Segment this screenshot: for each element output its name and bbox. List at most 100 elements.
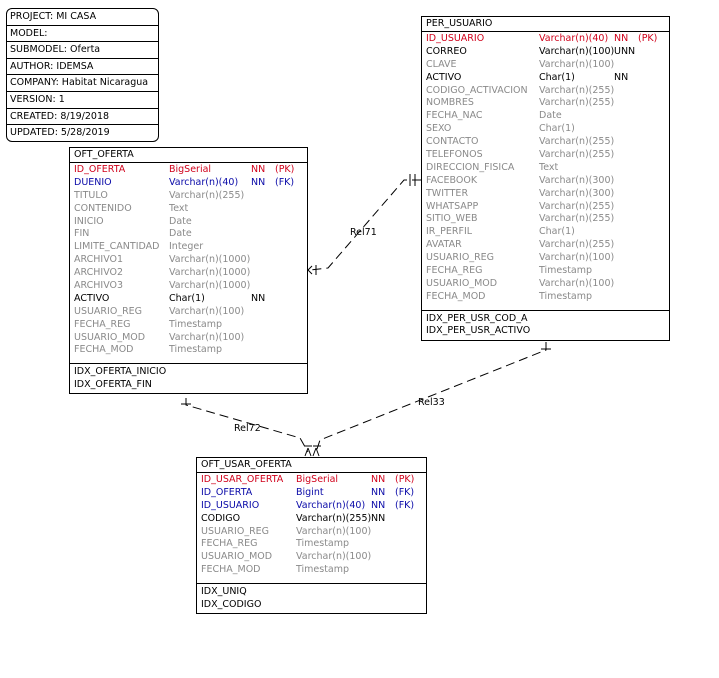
column-name: ARCHIVO1 <box>74 254 124 266</box>
column-type: Varchar(n)(40) <box>539 33 609 44</box>
column-name: SEXO <box>426 123 452 135</box>
column-name: ARCHIVO2 <box>74 267 124 279</box>
column-type: Varchar(n)(255) <box>539 149 615 161</box>
column-type: Varchar(n)(255) <box>539 239 615 251</box>
column-name: USUARIO_MOD <box>74 331 146 343</box>
column-name: FECHA_MOD <box>74 344 134 356</box>
column-type: BigSerial <box>169 164 212 175</box>
project-info-submodel: SUBMODEL: Oferta <box>7 42 158 59</box>
column-type: Varchar(n)(1000) <box>169 280 251 292</box>
column-nn: NN <box>251 164 266 175</box>
column-row[interactable]: USUARIO_MOD Varchar(n)(100) <box>70 332 307 345</box>
rel71-label: Rel71 <box>350 227 377 238</box>
column-nn: NN <box>371 512 386 524</box>
rel33-label: Rel33 <box>418 397 445 408</box>
index-row[interactable]: IDX_OFERTA_INICIO <box>74 366 167 378</box>
column-nn: NN <box>251 292 266 304</box>
column-name: FIN <box>74 228 90 240</box>
column-nn: UNN <box>614 45 636 57</box>
column-type: Varchar(n)(100) <box>539 277 615 289</box>
index-row[interactable]: IDX_OFERTA_FIN <box>74 378 152 390</box>
column-type: Date <box>169 215 192 227</box>
column-name: CONTENIDO <box>74 202 132 214</box>
column-name: TWITTER <box>426 187 469 199</box>
index-row[interactable]: IDX_UNIQ <box>201 586 247 598</box>
column-name: TITULO <box>74 189 108 201</box>
project-info-project: PROJECT: MI CASA <box>7 9 158 26</box>
column-name: ID_USAR_OFERTA <box>201 474 284 485</box>
column-key: (PK) <box>275 164 295 175</box>
rel33-crow-a <box>312 447 317 457</box>
column-type: Varchar(n)(255) <box>539 136 615 148</box>
entity-title[interactable]: OFT_USAR_OFERTA <box>197 458 426 473</box>
column-type: Varchar(n)(100) <box>169 331 245 343</box>
entity-title[interactable]: PER_USUARIO <box>422 17 669 32</box>
index-row[interactable]: IDX_PER_USR_COD_A <box>426 312 528 324</box>
column-nn: NN <box>371 486 386 498</box>
project-info-company: COMPANY: Habitat Nicaragua <box>7 75 158 92</box>
project-info-model: MODEL: <box>7 26 158 43</box>
column-name: FECHA_MOD <box>426 290 486 302</box>
rel72-label: Rel72 <box>234 423 261 434</box>
index-row[interactable]: IDX_CODIGO <box>201 598 262 610</box>
column-type: Timestamp <box>539 290 593 302</box>
column-name: CODIGO_ACTIVACION <box>426 84 528 96</box>
column-type: Varchar(n)(100) <box>539 58 615 70</box>
entity-title[interactable]: OFT_OFERTA <box>70 148 307 163</box>
column-name: ACTIVO <box>74 292 110 304</box>
index-row[interactable]: IDX_PER_USR_ACTIVO <box>426 325 531 337</box>
column-key: (FK) <box>395 486 415 498</box>
column-row[interactable]: FECHA_MOD Timestamp <box>422 291 669 304</box>
column-type: Varchar(n)(300) <box>539 174 615 186</box>
project-info-version: VERSION: 1 <box>7 92 158 109</box>
rel33-crow-b <box>315 447 320 457</box>
column-type: Varchar(n)(100) <box>169 305 245 317</box>
column-type: BigSerial <box>296 474 339 485</box>
